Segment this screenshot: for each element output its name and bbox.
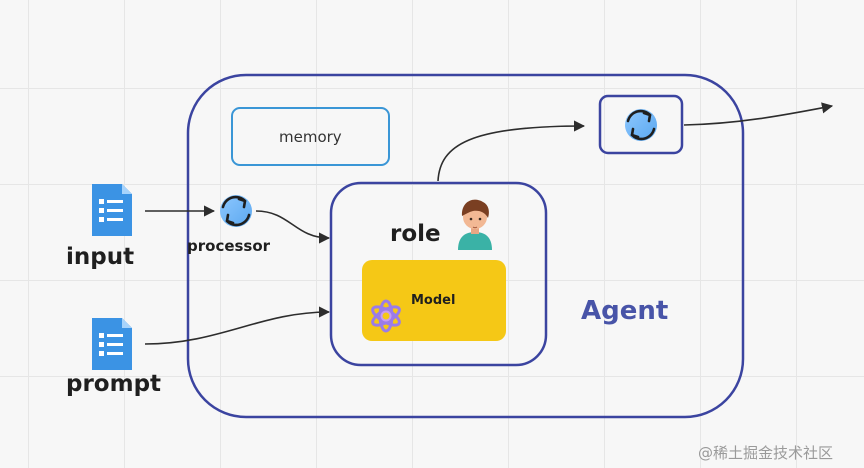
watermark: @稀土掘金技术社区 [698, 444, 834, 462]
prompt-label: prompt [66, 371, 162, 397]
arrow-processor-to-role [255, 210, 331, 244]
output-box [598, 94, 684, 155]
model-label: Model [411, 293, 456, 308]
person-avatar-icon [458, 199, 492, 250]
memory-label: memory [279, 128, 342, 146]
arrow-prompt-to-model [144, 306, 331, 345]
role-box [329, 181, 548, 367]
memory-box [231, 107, 390, 166]
agent-container [186, 73, 745, 419]
agent-label: Agent [581, 296, 669, 326]
role-label: role [390, 221, 441, 247]
prompt-document-icon [92, 318, 132, 370]
output-sync-icon [625, 109, 657, 141]
input-label: input [66, 244, 135, 270]
processor-sync-icon [220, 195, 252, 227]
arrow-role-to-output [437, 120, 586, 182]
processor-label: processor [187, 237, 271, 255]
arrow-output-to-external [683, 102, 834, 126]
input-document-icon [92, 184, 132, 236]
openai-logo-icon [371, 299, 401, 333]
